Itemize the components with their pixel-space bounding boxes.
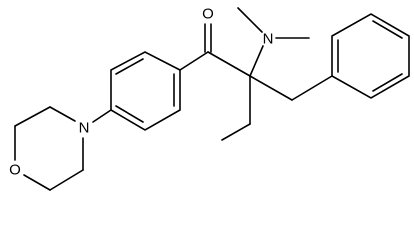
morpholine-o-to-c3 (23, 174, 51, 191)
atom-labels: O N N O (9, 6, 273, 179)
bond-n-methyl-left (237, 7, 263, 33)
phenyl-double-2 (372, 20, 403, 39)
bond-quaternary-to-n (249, 45, 264, 77)
bonds (14, 7, 410, 191)
atom-oxygen-carbonyl: O (202, 6, 214, 23)
bond-benzyl-to-phenyl (291, 75, 333, 101)
atom-nitrogen-dimethylamino: N (263, 31, 274, 48)
aryl-double-1 (115, 58, 144, 75)
aryl-double-2 (115, 105, 144, 123)
bond-ethyl-ch2-ch3 (221, 123, 251, 141)
morpholine-c3-to-c4 (49, 169, 84, 191)
phenyl-ring (331, 13, 410, 99)
morpholine-c1-to-c2 (14, 106, 51, 127)
atom-nitrogen-morpholine: N (79, 120, 90, 137)
molecule-diagram: O N N O (9, 6, 410, 191)
skeletal-formula: O N N O (9, 6, 410, 191)
atom-oxygen-morpholine: O (9, 162, 21, 179)
bond-quaternary-to-benzyl (249, 75, 293, 101)
bond-aryl-to-morpholine-n (92, 109, 112, 123)
bond-carbonyl-to-quaternary (207, 51, 251, 77)
aryl-ring (110, 51, 181, 131)
bond-carbonyl-to-ring (179, 51, 209, 71)
morpholine-n-to-c1 (49, 106, 76, 122)
phenyl-double-3 (372, 73, 403, 92)
